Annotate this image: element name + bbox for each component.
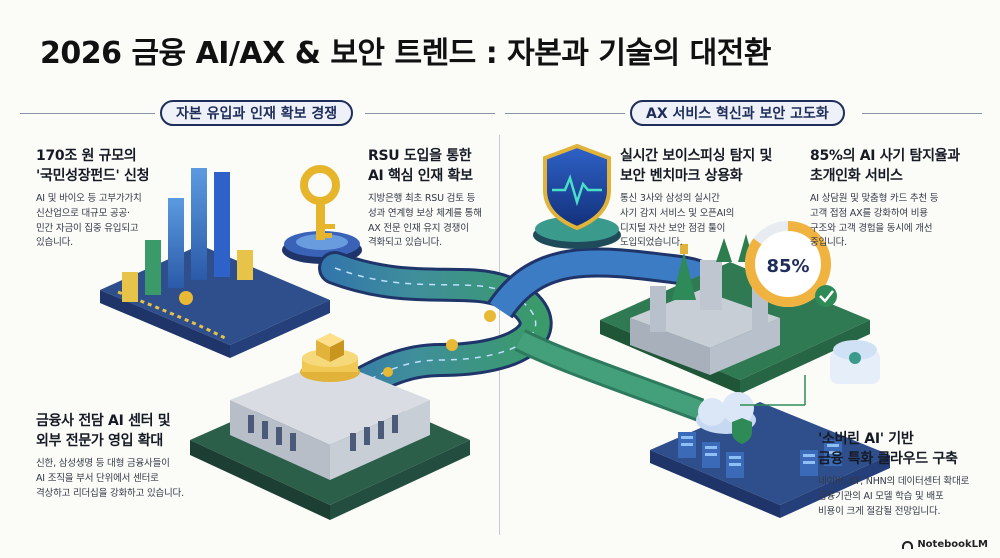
center-divider [499,135,500,535]
cloud-heading-line2: 금융 특화 클라우드 구축 [818,450,958,467]
security-shield-icon [543,143,611,231]
fraud-heading-line2: 초개인화 서비스 [810,167,903,184]
section-right-line-right [862,113,982,114]
check-badge-icon [815,285,837,307]
center-body: 신한, 삼성생명 등 대형 금융사들이 AI 조직을 부서 단위에서 센터로 격… [36,458,184,499]
cloud-stack-icon [740,340,880,406]
rsu-heading-line2: AI 핵심 인재 확보 [368,167,473,184]
voice-heading-line2: 보안 벤치마크 상용화 [620,167,743,184]
center-heading-line1: 금융사 전담 AI 센터 및 [36,413,171,429]
rsu-heading-line1: RSU 도입을 통한 [368,148,472,164]
fraud-body: AI 상담원 및 맞춤형 카드 추천 등 고객 접점 AX를 강화하여 비용 구… [810,193,939,249]
capital-body: AI 및 바이오 등 고부가가치 신산업으로 대규모 공공· 민간 자금이 집중… [36,193,142,249]
capital-fund-block: 170조 원 규모의 '국민성장펀드' 신청 AI 및 바이오 등 고부가가치 … [36,147,181,251]
section-right-line-left [505,113,625,114]
gauge-value-label: 85% [766,256,809,277]
ai-center-building [190,349,470,520]
section-left-line-left [20,113,155,114]
sovereign-cloud-block: '소버린 AI' 기반 금융 특화 클라우드 구축 네이버, KT, NHN의 … [818,430,993,519]
cloud-body: 네이버, KT, NHN의 데이터센터 확대로 금융기관의 AI 모델 학습 및… [818,476,970,517]
section-pill-right: AX 서비스 혁신과 보안 고도화 [630,100,845,126]
section-left-line-right [365,113,495,114]
credit-label: NotebookLM [917,539,988,550]
rsu-body: 지방은행 최초 RSU 검토 등 성과 연계형 보상 체계를 통해 AX 전문 … [368,193,482,249]
notebooklm-credit: NotebookLM [902,539,988,550]
notebooklm-logo-icon [902,540,914,549]
golden-key-icon [300,165,340,240]
fraud-detection-block: 85%의 AI 사기 탐지율과 초개인화 서비스 AI 상담원 및 맞춤형 카드… [810,147,990,251]
section-pill-left: 자본 유입과 인재 확보 경쟁 [160,100,354,126]
ai-center-block: 금융사 전담 AI 센터 및 외부 전문가 영입 확대 신한, 삼성생명 등 대… [36,412,216,501]
fraud-detection-gauge: 85% [745,221,831,307]
voice-body: 통신 3사와 삼성의 실시간 사기 감지 서비스 및 오픈AI의 디지털 자산 … [620,193,735,249]
fortress-building [630,244,780,375]
capital-heading-line2: '국민성장펀드' 신청 [36,167,150,184]
voice-heading-line1: 실시간 보이스피싱 탐지 및 [620,148,773,164]
center-heading-line2: 외부 전문가 영입 확대 [36,432,163,449]
cloud-heading-line1: '소버린 AI' 기반 [818,431,914,447]
cloud-shield-icon [732,418,752,444]
rsu-talent-block: RSU 도입을 통한 AI 핵심 인재 확보 지방은행 최초 RSU 검토 등 … [368,147,508,251]
capital-heading-line1: 170조 원 규모의 [36,148,137,164]
page-title: 2026 금융 AI/AX & 보안 트렌드 : 자본과 기술의 대전환 [40,36,771,71]
gold-cube-icon [316,333,344,362]
growth-bar-chart [122,168,253,305]
fraud-heading-line1: 85%의 AI 사기 탐지율과 [810,148,960,164]
voice-phishing-block: 실시간 보이스피싱 탐지 및 보안 벤치마크 상용화 통신 3사와 삼성의 실시… [620,147,790,251]
